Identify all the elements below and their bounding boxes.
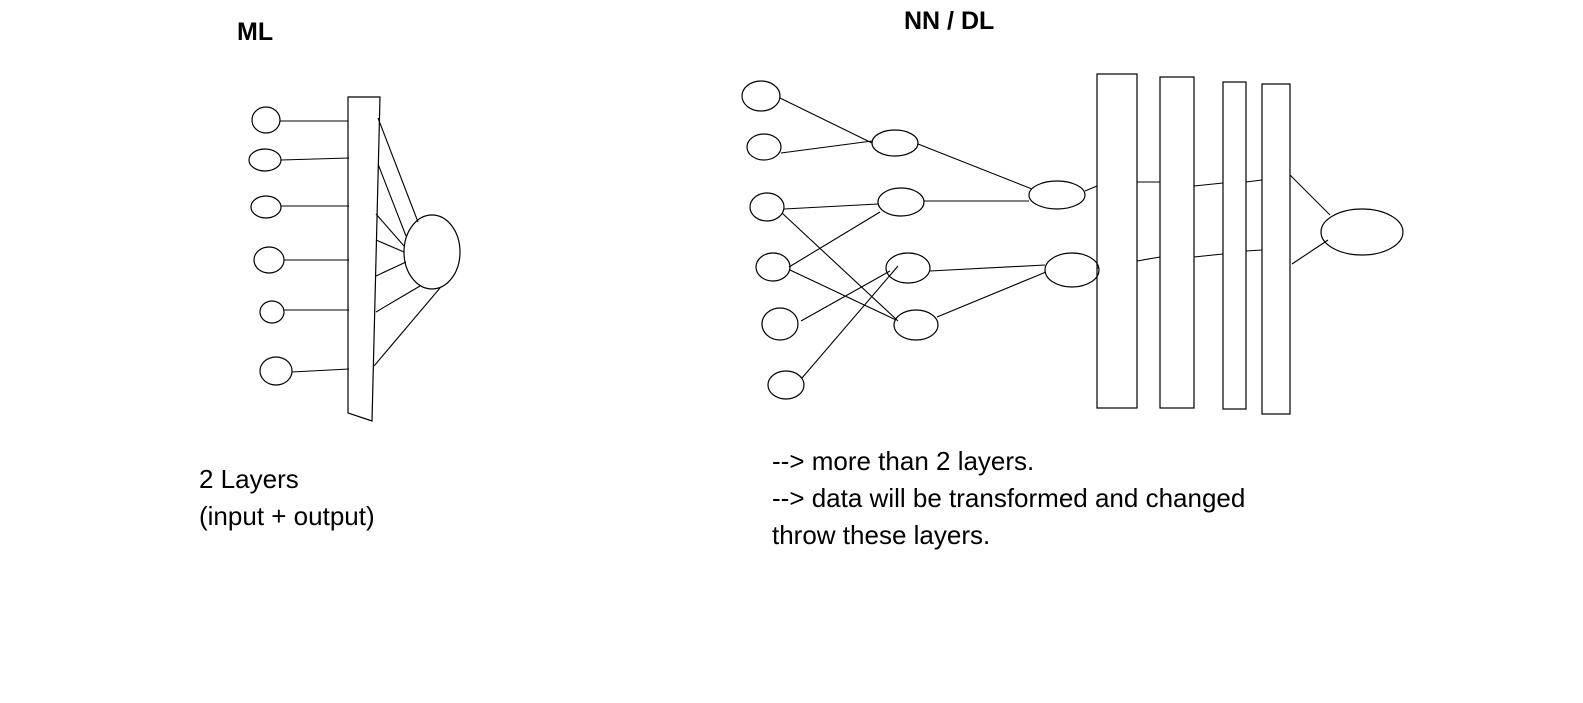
nn-edge: [936, 271, 1047, 318]
ml-output-edge: [377, 117, 419, 223]
nn-layer-bar: [1222, 81, 1247, 410]
nn-diagram: [741, 73, 1404, 415]
ml-input-node: [251, 106, 281, 134]
nn-input-node: [746, 133, 782, 161]
nn-edge: [1136, 256, 1161, 262]
nn-edge: [779, 97, 873, 144]
ml-input-edge: [291, 368, 350, 373]
nn-input-node: [761, 307, 799, 341]
nn-output-node: [1320, 208, 1404, 256]
nn-layer-bar: [1159, 76, 1195, 409]
ml-title: ML: [237, 18, 274, 46]
nn-input-node: [741, 80, 781, 112]
nn-edge: [1193, 182, 1224, 187]
nn-input-node: [749, 192, 785, 222]
nn-output-edge: [1289, 174, 1331, 216]
ml-output-edge: [377, 163, 407, 237]
nn-input-node: [755, 252, 791, 282]
ml-input-node: [250, 195, 282, 219]
ml-output-edge: [375, 239, 405, 253]
nn-edge: [788, 211, 881, 268]
ml-diagram: [248, 96, 461, 422]
nn-output-edge: [1291, 239, 1329, 265]
nn-edge: [1245, 249, 1263, 252]
ml-input-node: [253, 246, 285, 274]
nn-title: NN / DL: [904, 7, 995, 35]
ml-caption-line: 2 Layers: [199, 464, 299, 494]
ml-output-edge: [373, 287, 441, 367]
nn-edge: [1245, 179, 1263, 183]
nn-edge: [780, 140, 873, 154]
ml-input-node: [259, 300, 285, 324]
ml-output-edge: [375, 213, 405, 247]
ml-output-edge: [375, 285, 421, 313]
nn-edge: [800, 270, 891, 322]
ml-caption-line: (input + output): [199, 501, 375, 531]
nn-edge: [801, 265, 899, 379]
nn-hidden-node: [893, 309, 939, 341]
nn-edge: [1084, 185, 1098, 192]
nn-hidden-node: [877, 187, 925, 217]
ml-output-node: [403, 214, 461, 290]
nn-hidden-node: [1028, 180, 1086, 210]
nn-edge: [781, 212, 899, 322]
ml-caption: 2 Layers (input + output): [199, 461, 375, 535]
nn-edge: [917, 143, 1033, 190]
ml-input-node: [259, 356, 293, 386]
ml-input-node: [248, 148, 282, 172]
nn-hidden-node: [885, 252, 931, 284]
nn-input-node: [767, 370, 805, 400]
nn-caption-line: --> data will be transformed and changed: [772, 483, 1246, 513]
nn-edge: [789, 269, 897, 321]
ml-layer-bar: [347, 96, 381, 422]
nn-caption-line: throw these layers.: [772, 520, 991, 550]
nn-hidden-node: [1044, 252, 1100, 288]
nn-layer-bar: [1261, 83, 1291, 415]
nn-hidden-node: [871, 129, 919, 157]
ml-output-edge: [375, 261, 407, 277]
nn-caption-line: --> more than 2 layers.: [772, 446, 1035, 476]
nn-edge: [1193, 253, 1224, 258]
nn-layer-bar: [1096, 73, 1138, 409]
ml-input-edge: [280, 157, 350, 161]
nn-edge: [783, 203, 879, 210]
nn-edge: [929, 264, 1046, 272]
nn-caption: --> more than 2 layers. --> data will be…: [772, 443, 1245, 554]
